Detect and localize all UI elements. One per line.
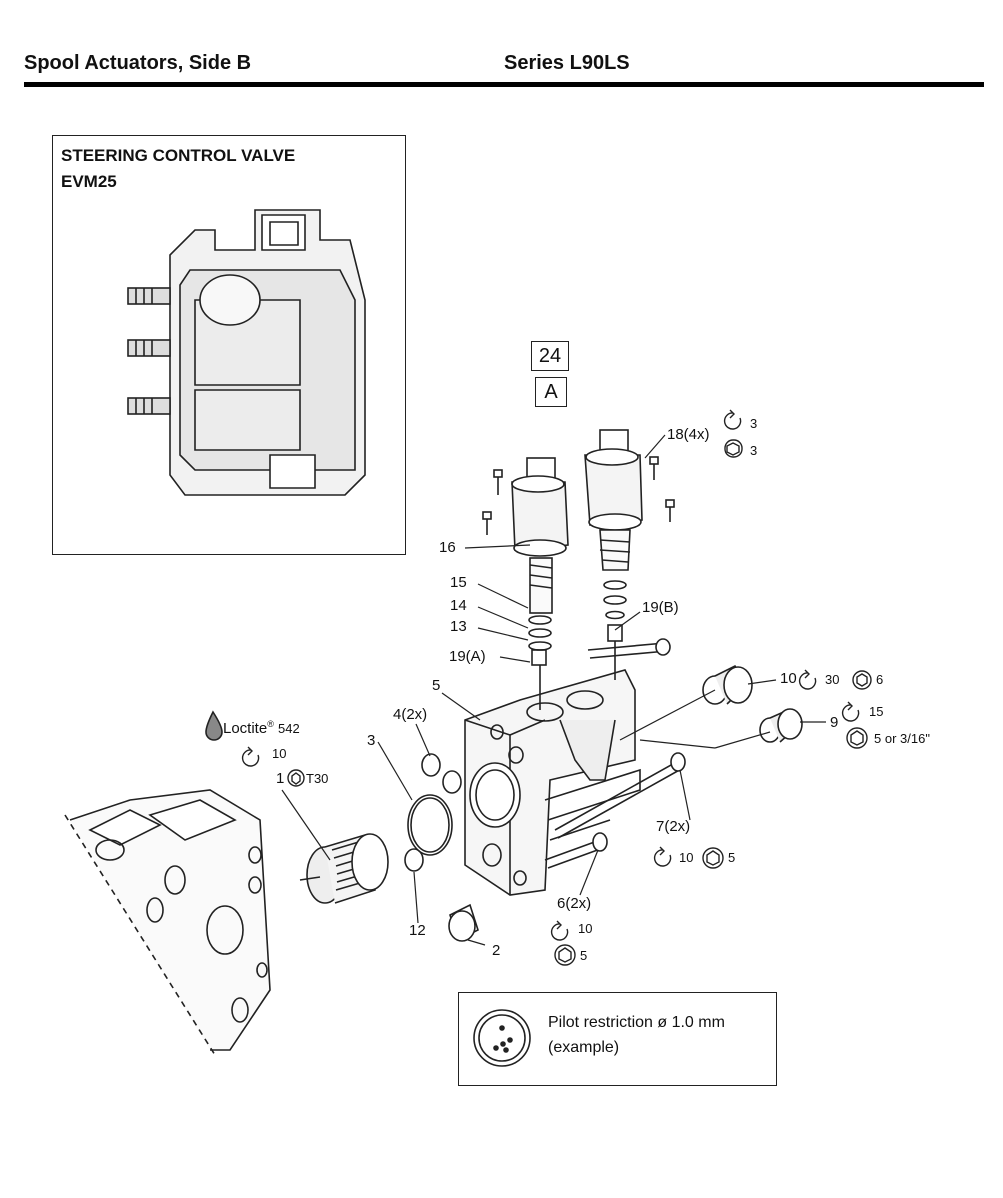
callout-1-torque: 10 xyxy=(272,746,287,761)
header-rule xyxy=(24,82,984,87)
loctite-drop-icon xyxy=(205,710,223,741)
callout-7-tool: 5 xyxy=(728,850,736,865)
torque-icons xyxy=(241,409,872,966)
callout-6-torque: 10 xyxy=(578,921,593,936)
plug-10 xyxy=(702,664,753,705)
note-line2: (example) xyxy=(548,1039,620,1056)
callout-15: 15 xyxy=(450,574,467,591)
solenoid-screws xyxy=(482,456,675,535)
callout-5: 5 xyxy=(432,677,441,694)
callout-10-torque: 30 xyxy=(825,672,840,687)
loctite-label: Loctite® 542 xyxy=(223,719,300,737)
callout-2: 2 xyxy=(492,942,501,959)
solenoid-b xyxy=(584,429,643,680)
pilot-restriction-icon xyxy=(473,1009,531,1067)
callout-7: 7(2x) xyxy=(656,818,691,835)
loctite-name: Loctite xyxy=(223,720,268,737)
page-section-title: Spool Actuators, Side B xyxy=(24,52,252,74)
note-line1: Pilot restriction ø 1.0 mm xyxy=(548,1014,725,1031)
callout-1-tool: T30 xyxy=(306,771,329,786)
loctite-reg: ® xyxy=(267,719,274,729)
callout-18: 18(4x) xyxy=(667,426,710,443)
inset-frame xyxy=(52,135,406,555)
plug-9 xyxy=(759,708,803,743)
callout-9-tool: 5 or 3/16" xyxy=(874,731,930,746)
note-box xyxy=(458,992,777,1086)
callout-13: 13 xyxy=(450,618,467,635)
callout-10-tool: 6 xyxy=(876,672,884,687)
solenoid-a xyxy=(511,457,569,710)
callout-6-tool: 5 xyxy=(580,948,588,963)
callout-3: 3 xyxy=(367,732,376,749)
cover-plate xyxy=(464,669,641,896)
inset-title-line2: EVM25 xyxy=(61,172,117,191)
o-ring-4b xyxy=(442,770,462,794)
callout-4: 4(2x) xyxy=(393,706,428,723)
ref-letter-box: A xyxy=(535,377,567,407)
callout-7-torque: 10 xyxy=(679,850,694,865)
fitting-lower xyxy=(127,397,171,415)
callout-19a: 19(A) xyxy=(449,648,486,665)
callout-19b: 19(B) xyxy=(642,599,679,616)
callout-14: 14 xyxy=(450,597,467,614)
bolts-6-7 xyxy=(544,638,686,869)
spring-assembly xyxy=(299,833,389,904)
callout-6: 6(2x) xyxy=(557,895,592,912)
steering-valve-illustration xyxy=(127,209,366,496)
series-title: Series L90LS xyxy=(504,52,630,74)
callout-16: 16 xyxy=(439,539,456,556)
inset-title-line1: STEERING CONTROL VALVE xyxy=(61,146,296,165)
callout-18-torque: 3 xyxy=(750,416,758,431)
pilot-restrictor-plug xyxy=(448,903,479,942)
callout-18-tool: 3 xyxy=(750,443,758,458)
fitting-upper xyxy=(127,287,171,305)
callout-9-torque: 15 xyxy=(869,704,884,719)
callout-1: 1 xyxy=(276,770,285,787)
leader-lines xyxy=(281,434,826,946)
o-ring-3 xyxy=(407,794,453,856)
ref-number-box: 24 xyxy=(531,341,569,371)
callout-10: 10 xyxy=(780,670,797,687)
valve-body-section xyxy=(64,789,271,1056)
callout-12: 12 xyxy=(409,922,426,939)
callout-9: 9 xyxy=(830,714,839,731)
loctite-number: 542 xyxy=(278,721,300,736)
fitting-middle xyxy=(127,339,171,357)
o-ring-4 xyxy=(421,753,441,777)
o-ring-12 xyxy=(404,848,424,872)
